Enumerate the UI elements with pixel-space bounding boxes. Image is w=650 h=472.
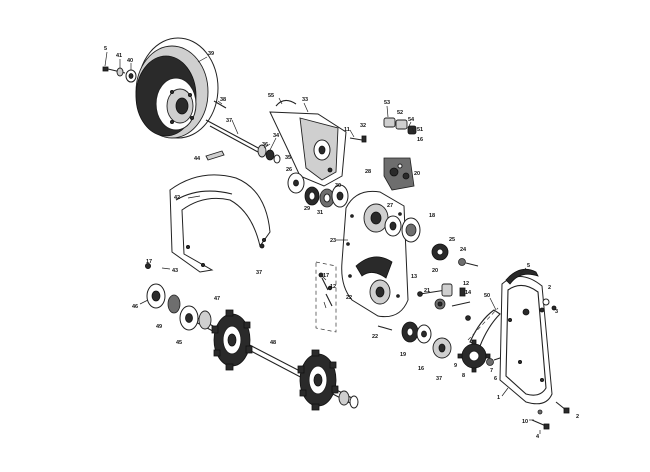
callout-47: 47 xyxy=(214,296,220,302)
cover-gasket xyxy=(505,268,539,285)
callout-43: 43 xyxy=(172,268,178,274)
guard-hardware xyxy=(144,243,265,269)
shaft-washers xyxy=(287,172,349,208)
callout-12b: 12 xyxy=(330,284,336,290)
callout-54: 54 xyxy=(408,117,415,123)
key xyxy=(205,150,225,161)
callout-50: 50 xyxy=(484,293,490,299)
callout-1: 1 xyxy=(497,395,500,401)
callout-48: 48 xyxy=(270,340,276,346)
callout-4: 4 xyxy=(536,434,540,440)
callout-34: 34 xyxy=(273,133,280,139)
callout-10: 10 xyxy=(522,419,528,425)
callout-29: 29 xyxy=(304,206,310,212)
callout-52: 52 xyxy=(397,110,403,116)
callout-11: 11 xyxy=(344,127,350,133)
callout-8: 8 xyxy=(462,373,465,379)
callout-labels: 5 41 40 39 38 37 55 33 36 34 35 44 11 32… xyxy=(104,46,579,440)
callout-17: 17 xyxy=(146,259,152,265)
callout-17b: 17 xyxy=(323,273,329,279)
callout-22: 22 xyxy=(346,295,352,301)
callout-2: 2 xyxy=(548,285,551,291)
callout-32: 32 xyxy=(360,123,366,129)
callout-7: 7 xyxy=(490,368,493,374)
axle-bearing-housing xyxy=(146,283,212,331)
callout-20b: 20 xyxy=(432,268,438,274)
callout-9: 9 xyxy=(454,363,457,369)
callout-21: 21 xyxy=(424,288,430,294)
upper-seals xyxy=(384,215,421,243)
chaincase-cover xyxy=(499,276,553,405)
callout-2b: 2 xyxy=(576,414,579,420)
callout-28: 28 xyxy=(365,169,371,175)
lower-bearing xyxy=(377,321,452,359)
callout-12: 12 xyxy=(463,281,469,287)
callout-16b: 16 xyxy=(418,366,424,372)
hardware-dashed-group xyxy=(315,261,337,333)
callout-37: 37 xyxy=(226,118,232,124)
callout-16: 16 xyxy=(417,137,423,143)
callout-55: 55 xyxy=(268,93,274,99)
callout-5b: 5 xyxy=(527,263,530,269)
callout-25: 25 xyxy=(449,237,455,243)
bracket-bolt xyxy=(349,135,367,143)
callout-45: 45 xyxy=(176,340,182,346)
callout-20: 20 xyxy=(414,171,420,177)
callout-46: 46 xyxy=(132,304,138,310)
callout-22b: 22 xyxy=(372,334,378,340)
callout-23: 23 xyxy=(330,238,336,244)
drive-chain xyxy=(467,307,501,347)
callout-30: 30 xyxy=(335,183,341,189)
brake-caliper xyxy=(383,157,415,191)
axle-end-stub xyxy=(338,390,359,409)
callout-35: 35 xyxy=(285,155,291,161)
callout-18: 18 xyxy=(429,213,435,219)
callout-14: 14 xyxy=(465,290,472,296)
callout-24: 24 xyxy=(460,247,467,253)
leader-lines xyxy=(104,51,541,434)
callout-38: 38 xyxy=(220,97,226,103)
callout-36: 36 xyxy=(262,142,268,148)
callout-31: 31 xyxy=(317,210,323,216)
callout-49: 49 xyxy=(156,324,162,330)
callout-37c: 37 xyxy=(436,376,442,382)
cover-bolts xyxy=(531,298,570,430)
callout-39: 39 xyxy=(208,51,214,57)
callout-53: 53 xyxy=(384,100,390,106)
callout-13: 13 xyxy=(411,274,417,280)
callout-40: 40 xyxy=(127,58,133,64)
chain-tensioner xyxy=(417,283,471,321)
brake-bracket xyxy=(269,99,347,187)
track-sprocket-outer xyxy=(297,349,339,411)
callout-3: 3 xyxy=(555,309,558,315)
callout-44: 44 xyxy=(194,156,201,162)
callout-5: 5 xyxy=(104,46,107,52)
callout-27: 27 xyxy=(387,203,393,209)
callout-6: 6 xyxy=(494,376,497,382)
callout-19: 19 xyxy=(400,352,406,358)
callout-41: 41 xyxy=(116,53,122,59)
drive-pulley xyxy=(135,37,219,139)
chain-guard xyxy=(169,174,271,273)
callout-33: 33 xyxy=(302,97,308,103)
callout-26: 26 xyxy=(286,167,292,173)
track-sprocket-inner xyxy=(211,309,253,371)
callout-42: 42 xyxy=(174,195,180,201)
lower-sprocket xyxy=(457,339,491,373)
callout-51: 51 xyxy=(417,127,423,133)
callout-37b: 37 xyxy=(256,270,262,276)
upper-sprocket xyxy=(431,243,479,267)
